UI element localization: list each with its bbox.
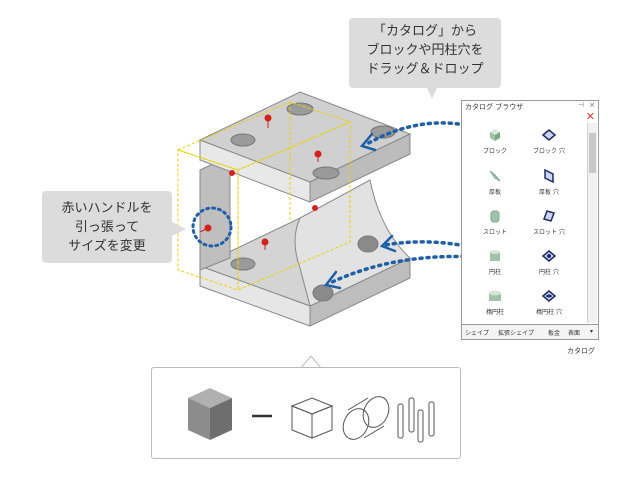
catalog-item-thick-plate-hole[interactable]: 厚板 穴 [524, 169, 574, 196]
catalog-item-elliptic-cylinder-hole[interactable]: 楕円柱 穴 [524, 289, 574, 316]
top-plate-side [309, 133, 411, 203]
boolean-illustration [188, 388, 435, 443]
catalog-item-label: 円柱 [488, 269, 501, 276]
slot-icon [490, 210, 500, 223]
hole [312, 284, 334, 302]
hole [286, 102, 314, 116]
panel-tab-bar: シェイプ 拡張シェイプ 板金 表面 ▾ [462, 324, 598, 339]
catalog-item-elliptic-cylinder[interactable]: 楕円柱 [470, 289, 520, 316]
solid-cube [188, 388, 232, 440]
tab-extended-shape[interactable]: 拡張シェイプ [498, 330, 535, 337]
close-icon[interactable]: ✕ [585, 110, 595, 123]
handle-highlight-circle [191, 206, 233, 248]
catalog-item-label: 楕円柱 [485, 309, 504, 316]
wire-pins [397, 397, 435, 443]
catalog-browser-panel: カタログ ブラウザ ⊣ × ✕ ブロック ブロック 穴 厚板 厚板 穴 スロット… [461, 100, 599, 340]
callout-line: ドラッグ＆ドロップ [366, 62, 484, 77]
hole [357, 235, 379, 253]
catalog-item-label: ブロック [482, 148, 507, 155]
catalog-item-slot[interactable]: スロット [470, 209, 520, 236]
catalog-item-label: 厚板 [488, 189, 501, 196]
thick-plate-hole-icon [544, 169, 554, 183]
scrollbar-thumb[interactable] [589, 133, 596, 173]
block-icon [490, 129, 500, 141]
callout-line: 赤いハンドルを [61, 201, 153, 216]
panel-scrollbar[interactable] [587, 123, 597, 323]
slot-hole-icon [543, 210, 555, 222]
catalog-item-label: スロット [482, 229, 507, 236]
catalog-item-label: 円柱 穴 [539, 269, 559, 276]
pin-icon[interactable]: ⊣ [577, 101, 584, 109]
callout-line: サイズを変更 [68, 239, 146, 254]
catalog-item-cylinder-hole[interactable]: 円柱 穴 [524, 249, 574, 276]
catalog-item-label: 厚板 穴 [539, 189, 559, 196]
catalog-item-block-hole[interactable]: ブロック 穴 [524, 128, 574, 155]
callout-line: 「カタログ」から [372, 24, 477, 39]
thick-plate-icon [489, 170, 501, 182]
curved-wall [294, 179, 411, 307]
tab-shape[interactable]: シェイプ [465, 330, 490, 337]
catalog-item-label: ブロック 穴 [533, 148, 565, 155]
resize-handles[interactable] [199, 114, 322, 250]
block-hole-icon [541, 129, 557, 141]
callout-line: ブロックや円柱穴を [366, 43, 484, 58]
wire-cylinder [342, 396, 390, 440]
elliptic-cylinder-icon [489, 290, 501, 301]
wire-box [290, 397, 334, 439]
tab-sheet-metal[interactable]: 板金 [548, 330, 561, 337]
close-icon[interactable]: × [589, 101, 595, 109]
callout-catalog-drag: 「カタログ」から ブロックや円柱穴を ドラッグ＆ドロップ [349, 18, 501, 88]
arrowheads [323, 132, 397, 290]
callout-top-pointer [427, 88, 437, 99]
elliptic-cylinder-hole-icon [541, 290, 557, 302]
catalog-caption: カタログ [567, 347, 595, 355]
catalog-item-cylinder[interactable]: 円柱 [470, 249, 520, 276]
hole [312, 166, 340, 180]
callout-line: 引っ張って [74, 220, 140, 235]
catalog-item-block[interactable]: ブロック [470, 128, 520, 155]
hole [230, 257, 256, 271]
panel-title: カタログ ブラウザ [465, 103, 524, 111]
catalog-item-thick-plate[interactable]: 厚板 [470, 169, 520, 196]
cylinder-icon [490, 250, 500, 261]
tab-surface[interactable]: 表面 [568, 330, 581, 337]
catalog-item-label: 楕円柱 穴 [536, 309, 562, 316]
callout-resize-handle: 赤いハンドルを 引っ張って サイズを変更 [42, 191, 172, 263]
hole [230, 133, 256, 147]
tab-more-icon[interactable]: ▾ [590, 328, 594, 335]
catalog-item-slot-hole[interactable]: スロット 穴 [524, 209, 574, 236]
boolean-illustration-box [151, 367, 461, 459]
cylinder-hole-icon [541, 250, 557, 262]
callout-left-pointer [172, 222, 186, 236]
catalog-item-label: スロット 穴 [533, 229, 565, 236]
